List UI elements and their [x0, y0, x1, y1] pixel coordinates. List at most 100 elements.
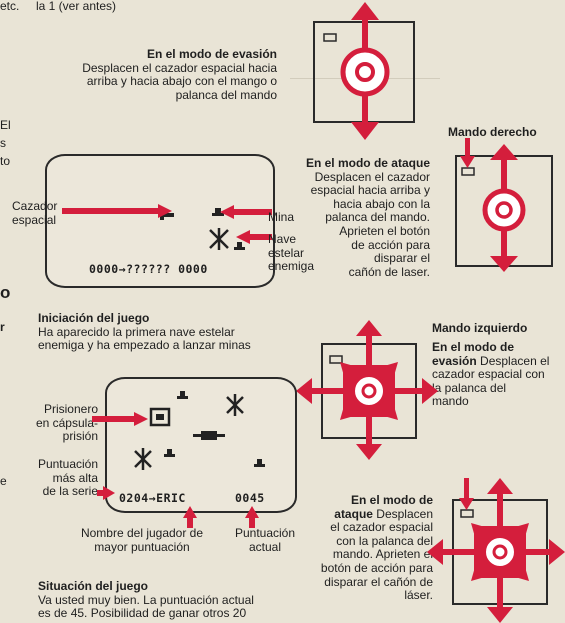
margin-fragment: s	[0, 136, 6, 150]
joystick-knob	[492, 544, 508, 560]
mine-icon	[234, 242, 245, 250]
joystick-knob	[361, 383, 377, 399]
margin-fragment: El	[0, 118, 11, 132]
diagonal-arrow-icon	[515, 523, 529, 537]
game-state-line: Va usted muy bien. La puntuación actual	[38, 592, 254, 607]
evasion-heading: En el modo de evasión	[146, 47, 277, 61]
current-score: 0045	[235, 491, 265, 505]
evasion-line: Desplacen el cazador espacial hacia	[82, 60, 277, 75]
left-attack-description: En el modo de ataque Desplacen el cazado…	[320, 493, 433, 603]
enemy-starship-icon	[134, 448, 152, 470]
attack-heading: En el modo de ataque	[305, 156, 430, 170]
mine-icon	[177, 391, 188, 399]
fire-button	[323, 33, 337, 42]
joystick-knob	[355, 62, 375, 82]
diagonal-arrow-icon	[471, 567, 485, 581]
down-arrow-icon	[460, 156, 475, 168]
margin-fragment: o	[0, 283, 11, 302]
attack-line: Aprieten el botón	[339, 223, 430, 238]
label-fighter: Cazador espacial	[12, 199, 58, 227]
right-controller-diagram	[455, 138, 553, 272]
attack-line: palanca del mando.	[325, 210, 430, 225]
evasion-line: arriba y hacia abajo con el mango o	[86, 74, 277, 89]
label-enemy: Nave estelar enemiga	[268, 232, 315, 274]
fire-indicator-shaft	[464, 478, 469, 500]
attack-line: de acción para	[351, 237, 430, 252]
down-arrow-icon	[490, 256, 518, 272]
label-player-name: Nombre del jugador de mayor puntuación	[80, 526, 204, 554]
up-arrow-icon	[487, 478, 513, 494]
fighter-pointer-arrow	[62, 204, 172, 218]
evasion-description: En el modo de evasión Desplacen el cazad…	[55, 47, 277, 102]
mine-icon	[254, 459, 265, 467]
game-state-heading: Situación del juego	[38, 579, 149, 593]
joystick-icon	[482, 534, 518, 570]
attack-description: En el modo de ataque Desplacen el cazado…	[268, 156, 430, 279]
margin-fragment: e	[0, 474, 7, 488]
left-evasion-description: En el modo de evasión Desplacen el cazad…	[432, 340, 550, 409]
diagonal-arrow-icon	[471, 523, 485, 537]
attack-line: cañón de laser.	[348, 264, 430, 279]
margin-fragment-top: etc.	[0, 0, 20, 13]
player-name: ERIC	[156, 491, 186, 505]
game-state-description: Situación del juego Va usted muy bien. L…	[38, 579, 303, 621]
down-arrow-icon	[351, 122, 379, 140]
mine-icon	[212, 208, 224, 216]
diagonal-arrow-icon	[384, 406, 398, 420]
game-start-heading: Iniciación del juego	[38, 311, 150, 325]
prison-capsule-icon	[149, 407, 171, 427]
fire-indicator-shaft	[465, 138, 470, 160]
current-score-pointer-arrow	[245, 506, 259, 528]
diagonal-arrow-icon	[515, 567, 529, 581]
enemy-starship-icon	[226, 394, 244, 416]
joystick-icon	[351, 373, 387, 409]
high-score-value: 0204	[119, 491, 149, 505]
down-arrow-icon	[487, 607, 513, 623]
left-evasion-diagram	[296, 320, 438, 460]
left-controller-title: Mando izquierdo	[432, 321, 528, 335]
fire-button	[329, 355, 343, 364]
fire-button	[460, 509, 474, 518]
right-controller-title: Mando derecho	[448, 125, 537, 139]
mine-icon	[164, 449, 175, 457]
diagonal-arrow-icon	[384, 362, 398, 376]
label-mine: Mina	[268, 210, 295, 224]
down-arrow-icon	[459, 498, 474, 510]
enemy-starship-icon	[209, 228, 229, 250]
game-state-line: es de 45. Posibilidad de ganar otros 20	[38, 606, 247, 621]
margin-fragment: to	[0, 154, 11, 168]
game-screen-start: 0000→?????? 0000	[45, 154, 275, 288]
up-arrow-icon	[351, 2, 379, 20]
attack-line: Desplacen el cazador	[314, 169, 430, 184]
right-arrow-icon	[549, 539, 565, 565]
enemy-pointer-arrow	[236, 230, 272, 244]
left-attack-diagram	[427, 478, 565, 623]
diagonal-arrow-icon	[340, 406, 354, 420]
up-arrow-icon	[356, 320, 382, 336]
screen-sprites	[134, 391, 265, 470]
left-arrow-icon	[296, 378, 312, 404]
fighter-ship-icon	[193, 431, 225, 440]
game-start-line: enemiga y ha empezado a lanzar minas	[38, 338, 251, 353]
joystick-knob	[495, 201, 513, 219]
down-arrow-icon	[356, 444, 382, 460]
label-current-score: Puntuación actual	[234, 526, 296, 554]
prisoner-pointer-arrow	[92, 412, 148, 426]
right-arrow-icon	[422, 378, 438, 404]
margin-fragment: r	[0, 320, 5, 334]
arrow-glyph: →	[148, 491, 157, 505]
game-start-description: Iniciación del juego Ha aparecido la pri…	[38, 311, 298, 353]
high-score-pointer-arrow	[97, 486, 115, 500]
label-prisoner: Prisionero en cápsula- prisión	[35, 402, 98, 444]
score-line: 0000→?????? 0000	[89, 262, 208, 276]
left-arrow-icon	[427, 539, 443, 565]
name-pointer-arrow	[183, 506, 197, 528]
fire-button	[461, 167, 475, 176]
game-start-line: Ha aparecido la primera nave estelar	[38, 324, 235, 339]
joystick-icon	[482, 188, 526, 232]
mine-pointer-arrow	[220, 205, 272, 219]
evasion-line: palanca del mando	[175, 87, 277, 102]
attack-line: disparar el	[373, 251, 430, 266]
diagonal-arrow-icon	[340, 362, 354, 376]
top-fragment-text: la 1 (ver antes)	[36, 0, 117, 13]
